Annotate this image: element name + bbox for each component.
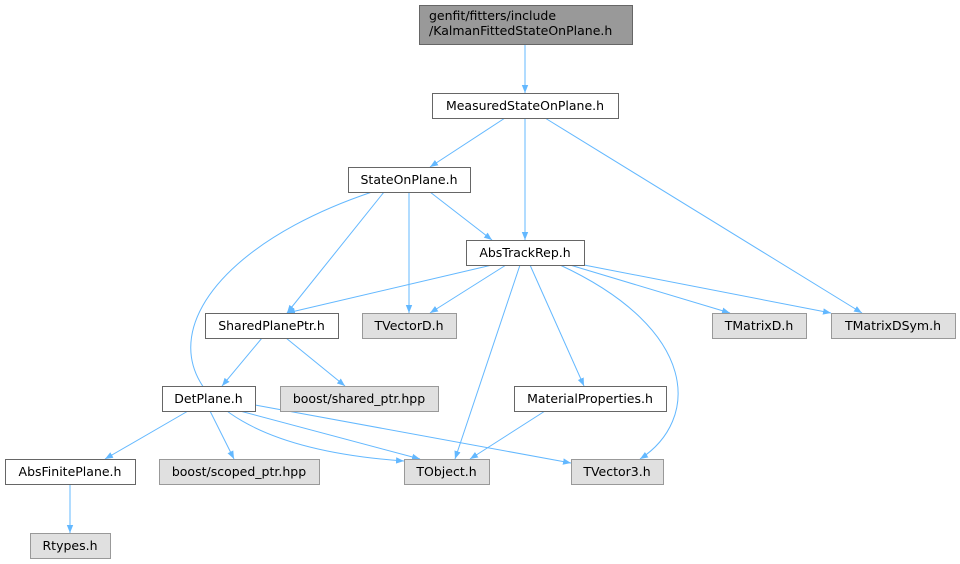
node-box (514, 386, 667, 412)
edge-abstrackrep-to-materialprops (529, 264, 585, 387)
edge-detplane-to-boostscoped (209, 410, 235, 460)
node-box (362, 313, 457, 339)
node-label: AbsTrackRep.h (479, 245, 570, 260)
node-label: /KalmanFittedStateOnPlane.h (429, 23, 612, 38)
edges (66, 44, 863, 533)
nodes: genfit/fitters/include/KalmanFittedState… (5, 5, 956, 559)
node-box (162, 386, 256, 412)
node-label: TVectorD.h (374, 318, 444, 333)
node-label: DetPlane.h (174, 391, 242, 406)
edge-abstrackrep-to-tmatrixdsym (583, 264, 832, 315)
node-boostscoped: boost/scoped_ptr.hpp (159, 459, 320, 485)
node-label: TMatrixDSym.h (844, 318, 941, 333)
node-box (205, 313, 339, 339)
node-tmatrixd: TMatrixD.h (712, 313, 807, 339)
node-box (5, 459, 136, 485)
node-box (348, 167, 471, 193)
node-root[interactable]: genfit/fitters/include/KalmanFittedState… (419, 5, 633, 45)
node-label: boost/shared_ptr.hpp (293, 391, 425, 406)
edge-abstrackrep-to-sharedplaneptr (286, 264, 493, 315)
edge-stateonplane-to-tobject (190, 191, 405, 464)
node-label: genfit/fitters/include (429, 8, 556, 23)
edge-sharedplaneptr-to-detplane (221, 337, 263, 387)
edge-materialprops-to-tobject (469, 410, 546, 460)
node-label: Rtypes.h (42, 538, 97, 553)
node-detplane[interactable]: DetPlane.h (162, 386, 256, 412)
edge-detplane-to-absfiniteplane (104, 410, 189, 460)
node-box (712, 313, 807, 339)
node-label: TObject.h (415, 464, 476, 479)
node-label: TMatrixD.h (724, 318, 794, 333)
edge-detplane-to-tobject (239, 410, 421, 461)
node-label: boost/scoped_ptr.hpp (172, 464, 306, 479)
node-stateonplane[interactable]: StateOnPlane.h (348, 167, 471, 193)
node-label: SharedPlanePtr.h (218, 318, 325, 333)
edge-measured-to-tmatrixdsym (544, 117, 863, 314)
node-box (280, 386, 439, 412)
edge-abstrackrep-to-tvector3 (559, 264, 679, 460)
node-label: MaterialProperties.h (527, 391, 653, 406)
node-tvector3: TVector3.h (571, 459, 664, 485)
edge-stateonplane-to-abstrackrep (429, 191, 493, 241)
node-sharedplaneptr[interactable]: SharedPlanePtr.h (205, 313, 339, 339)
node-box (432, 93, 619, 119)
node-tvectord: TVectorD.h (362, 313, 457, 339)
node-box (466, 240, 585, 266)
edge-measured-to-stateonplane (429, 117, 506, 168)
node-tobject: TObject.h (404, 459, 490, 485)
node-measured[interactable]: MeasuredStateOnPlane.h (432, 93, 619, 119)
node-absfiniteplane[interactable]: AbsFinitePlane.h (5, 459, 136, 485)
node-label: StateOnPlane.h (360, 172, 457, 187)
node-abstrackrep[interactable]: AbsTrackRep.h (466, 240, 585, 266)
node-box (159, 459, 320, 485)
edge-stateonplane-to-sharedplaneptr (286, 191, 385, 314)
edge-abstrackrep-to-tmatrixd (569, 264, 731, 314)
edge-sharedplaneptr-to-boostshared (285, 337, 346, 387)
edge-abstrackrep-to-tobject (454, 264, 521, 460)
node-boostshared: boost/shared_ptr.hpp (280, 386, 439, 412)
node-box (571, 459, 664, 485)
node-label: AbsFinitePlane.h (19, 464, 122, 479)
node-label: TVector3.h (582, 464, 650, 479)
node-box (404, 459, 490, 485)
node-materialprops[interactable]: MaterialProperties.h (514, 386, 667, 412)
edge-detplane-to-tvector3 (254, 404, 572, 465)
node-box (419, 5, 633, 45)
node-rtypes: Rtypes.h (30, 533, 111, 559)
edge-abstrackrep-to-tvectord (429, 264, 507, 314)
node-tmatrixdsym: TMatrixDSym.h (831, 313, 956, 339)
node-box (30, 533, 111, 559)
node-box (831, 313, 956, 339)
node-label: MeasuredStateOnPlane.h (446, 98, 604, 113)
